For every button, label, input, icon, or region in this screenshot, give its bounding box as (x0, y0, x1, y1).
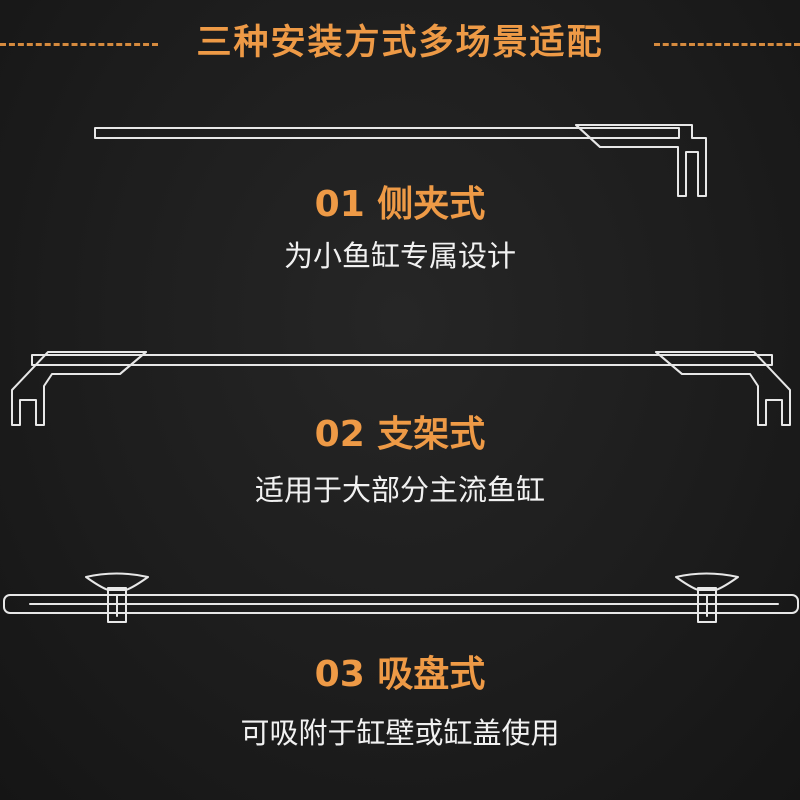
side-clamp-edge (575, 124, 601, 148)
page-title: 三种安装方式多场景适配 (196, 23, 604, 63)
right-bracket-edge (655, 351, 683, 375)
right-cup-holder (697, 587, 717, 623)
left-dashed-divider (0, 43, 158, 46)
light-bar (3, 594, 799, 614)
section-title-suction-cup: 03 吸盘式 (314, 654, 486, 695)
section-desc-side-clamp: 为小鱼缸专属设计 (283, 239, 516, 273)
bracket-illustration (11, 351, 791, 426)
section-desc-suction-cup: 可吸附于缸壁或缸盖使用 (240, 716, 560, 750)
section-title-bracket: 02 支架式 (314, 414, 486, 455)
left-bracket (11, 351, 147, 426)
side-clamp-bracket (575, 124, 707, 197)
header: 三种安装方式多场景适配 (0, 18, 800, 68)
suction-cup-illustration (3, 572, 799, 623)
right-dashed-divider (654, 43, 800, 46)
left-cup-holder (107, 587, 127, 623)
right-suction-cup (675, 572, 739, 591)
left-bracket-edge (119, 351, 147, 375)
right-bracket (655, 351, 791, 426)
light-bar (31, 354, 773, 366)
left-suction-cup (85, 572, 149, 591)
section-desc-bracket: 适用于大部分主流鱼缸 (254, 473, 545, 507)
section-title-side-clamp: 01 侧夹式 (314, 184, 486, 225)
light-bar (94, 127, 680, 139)
side-clamp-illustration (94, 124, 707, 197)
